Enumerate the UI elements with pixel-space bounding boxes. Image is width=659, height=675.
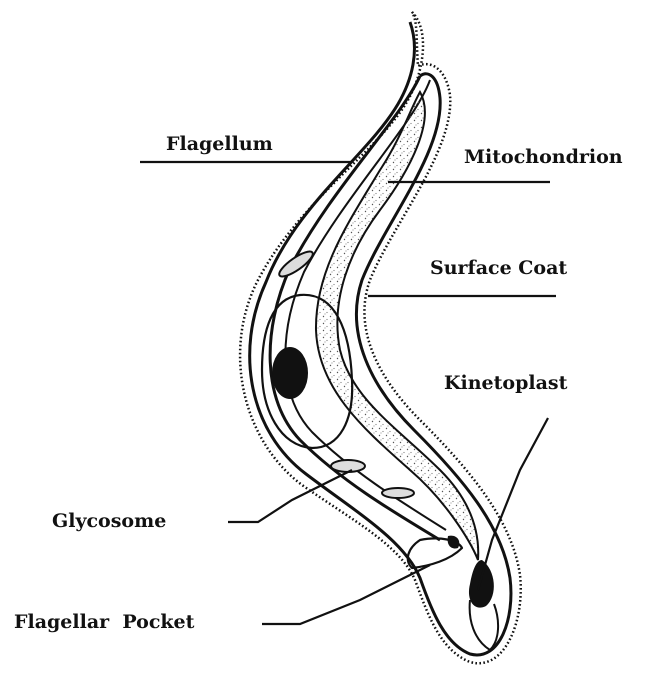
glycosome-2 xyxy=(331,460,365,472)
label-glycosome: Glycosome xyxy=(52,510,166,532)
nucleolus xyxy=(272,347,308,399)
label-flagellar-pocket: Flagellar Pocket xyxy=(14,611,195,633)
glycosome-3 xyxy=(382,488,414,498)
label-kinetoplast: Kinetoplast xyxy=(444,372,568,394)
label-mitochondrion: Mitochondrion xyxy=(464,146,623,168)
label-surface-coat: Surface Coat xyxy=(430,257,567,279)
flagellar-pocket-leader xyxy=(262,565,430,624)
label-flagellum: Flagellum xyxy=(166,133,273,155)
